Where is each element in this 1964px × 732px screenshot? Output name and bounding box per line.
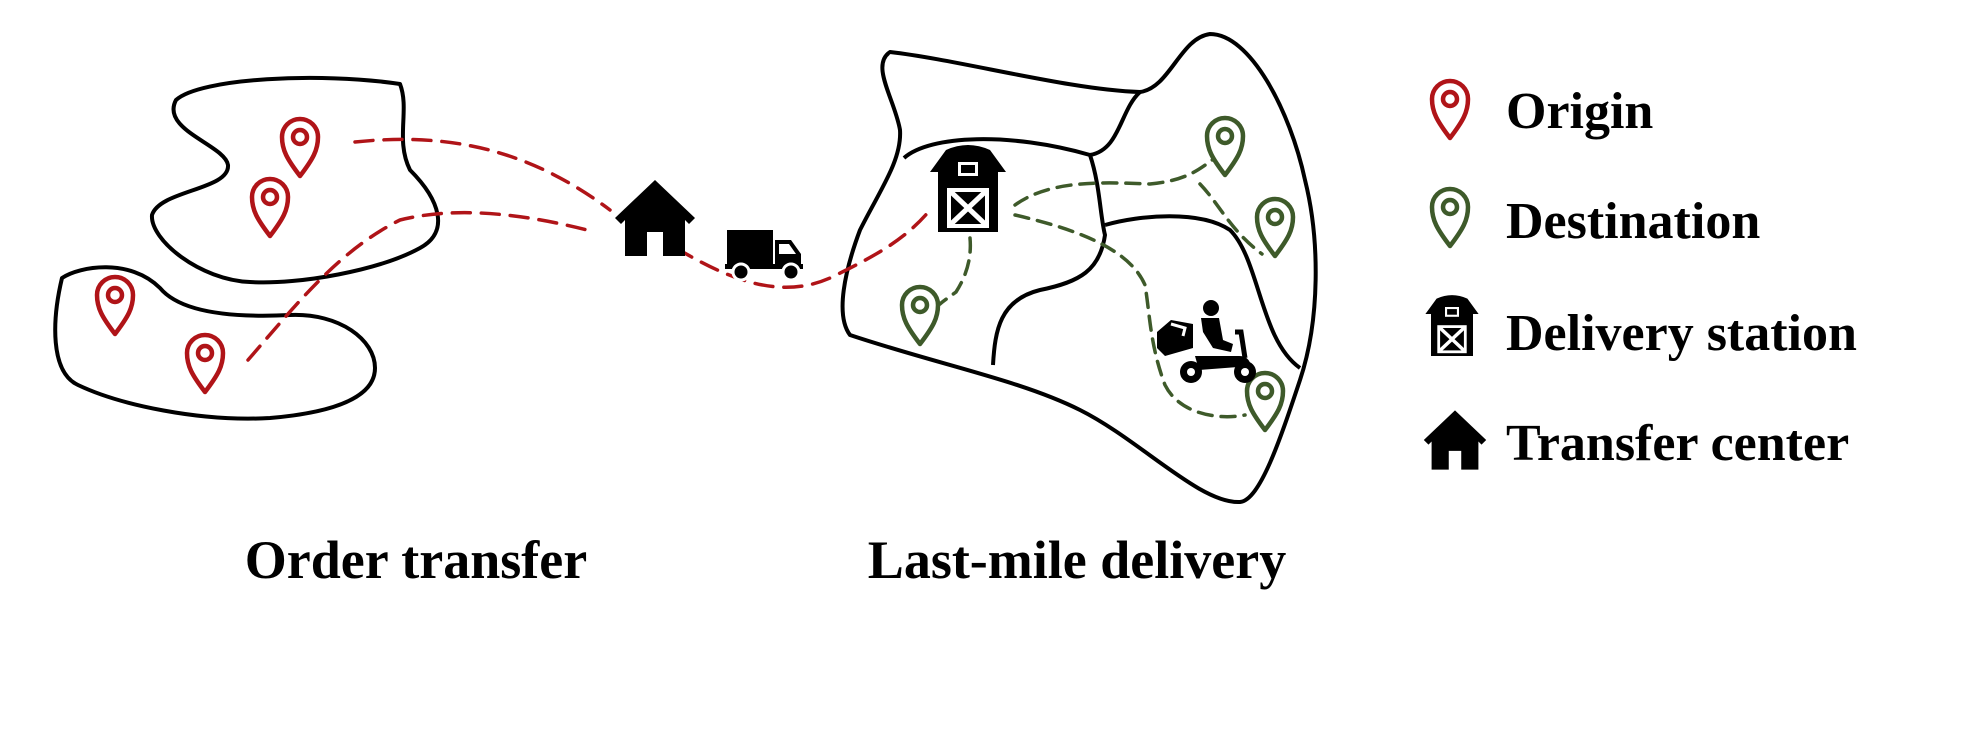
origin-pins [97, 119, 318, 392]
order-transfer-caption: Order transfer [245, 530, 587, 590]
transfer-routes [246, 137, 932, 362]
delivery-station-icon [930, 145, 1006, 232]
route-station-to-dest-4 [1013, 213, 1247, 419]
route-station-to-dest-1 [938, 236, 973, 306]
zone-divider-1 [902, 90, 1142, 160]
origin-pin-icon [187, 335, 223, 392]
legend-delivery-station-label: Delivery station [1506, 305, 1857, 362]
destination-pin-icon [1257, 199, 1293, 256]
delivery-routes [938, 154, 1264, 419]
origin-pin-icon [97, 277, 133, 334]
destination-pin-icon [902, 287, 938, 344]
origin-pin-icon [252, 179, 288, 236]
last-mile-regions [840, 32, 1318, 505]
delivery-zone-outline [840, 32, 1318, 505]
legend: Origin Destination Delivery station Tran… [1423, 81, 1857, 472]
truck-icon [723, 228, 805, 282]
last-mile-delivery-caption: Last-mile delivery [868, 530, 1286, 590]
destination-pin-icon [1247, 373, 1283, 430]
route-origin-to-transfer-1 [353, 137, 612, 212]
destination-pin-icon [1207, 118, 1243, 175]
legend-transfer-center-label: Transfer center [1506, 415, 1849, 472]
legend-destination-pin-icon [1432, 189, 1468, 246]
transfer-center-icon [615, 180, 695, 256]
zone-divider-2 [991, 154, 1107, 366]
route-origin-to-transfer-2 [246, 210, 597, 362]
route-station-to-dest-3 [1198, 182, 1264, 256]
lower-origin-region [53, 265, 377, 421]
upper-origin-region [150, 75, 440, 285]
route-transfer-to-station [674, 208, 932, 290]
order-transfer-regions [53, 75, 440, 421]
scooter-courier-icon [1157, 300, 1256, 383]
legend-destination-label: Destination [1506, 193, 1760, 250]
zone-divider-3 [1104, 214, 1302, 370]
legend-origin-pin-icon [1432, 81, 1468, 138]
origin-pin-icon [282, 119, 318, 176]
legend-barn-icon [1423, 293, 1481, 358]
legend-origin-label: Origin [1506, 83, 1653, 140]
legend-house-icon [1423, 410, 1487, 470]
route-station-to-dest-2 [1013, 154, 1220, 207]
